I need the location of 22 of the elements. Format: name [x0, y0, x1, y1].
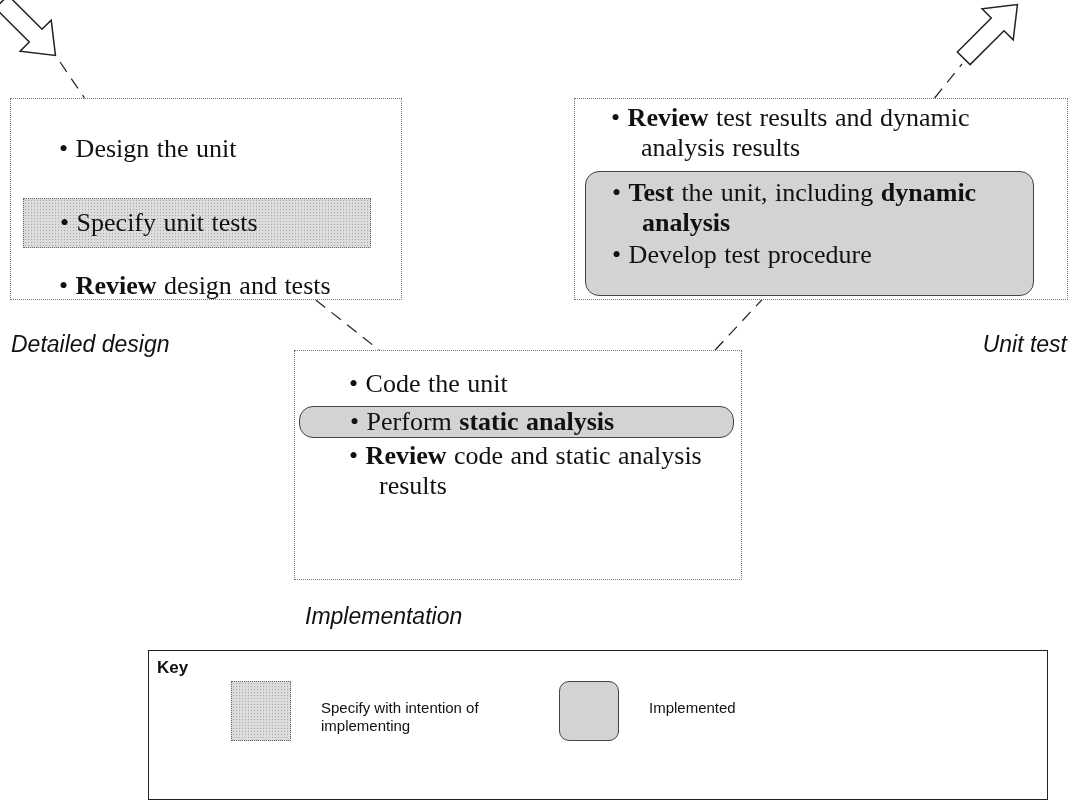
stippled-box [23, 198, 371, 248]
legend-text: Implemented [649, 699, 737, 717]
shaded-box [585, 171, 1034, 296]
phase-caption: Detailed design [11, 331, 170, 358]
legend-heading: Key [157, 659, 189, 677]
bullet-item: • Review test results and dynamic analysis results [611, 103, 971, 163]
phase-caption: Unit test [982, 331, 1067, 358]
bullet-item: • Specify unit tests [60, 208, 259, 238]
connector-line [714, 299, 763, 351]
connector-line [934, 63, 963, 99]
bullet-item: • Develop test procedure [612, 240, 873, 270]
connector-line [315, 299, 380, 351]
phase-caption: Implementation [305, 603, 463, 630]
bullet-item: • Test the unit, including dynamic analysis [612, 178, 978, 238]
legend-text: Specify with intention of implementing [321, 699, 480, 735]
bullet-item: • Perform static analysis [350, 407, 616, 437]
shaded-box [299, 406, 734, 438]
connector-line [59, 61, 86, 99]
bullet-item: • Review design and tests [59, 271, 332, 301]
bullet-item: • Review code and static analysis results [349, 441, 703, 501]
bullet-item: • Design the unit [59, 134, 238, 164]
bullet-item: • Code the unit [349, 369, 509, 399]
